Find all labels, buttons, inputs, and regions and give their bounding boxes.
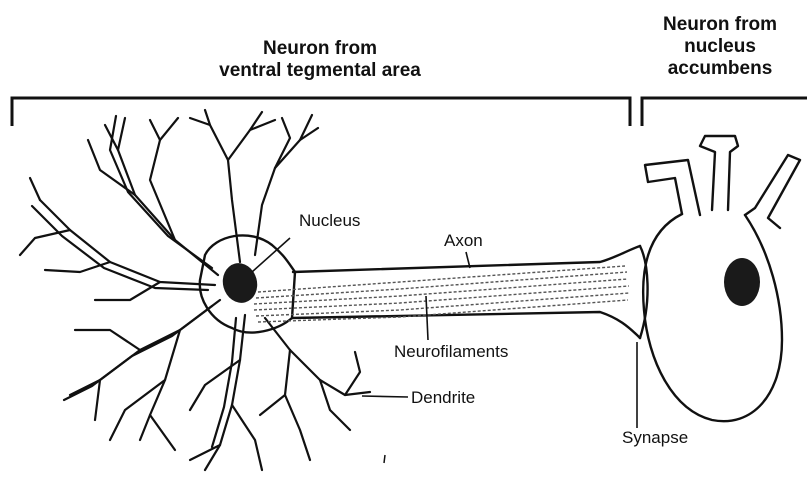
dendrite-pointer xyxy=(362,396,408,397)
nacc-bracket xyxy=(642,98,807,126)
nacc-title-line3: accumbens xyxy=(640,58,800,80)
nacc-neuron xyxy=(643,136,800,421)
nacc-nucleus xyxy=(724,258,760,306)
stray-mark xyxy=(384,455,385,463)
synapse-label: Synapse xyxy=(622,428,688,448)
nacc-title-line2: nucleus xyxy=(640,36,800,58)
vta-nucleus xyxy=(218,259,261,306)
dendrite-tree xyxy=(20,110,370,470)
nucleus-label: Nucleus xyxy=(299,211,360,231)
axon-label: Axon xyxy=(444,231,483,251)
vta-title-line2: ventral tegmental area xyxy=(190,60,450,82)
neurofilaments-pointer xyxy=(426,296,428,340)
vta-title-line1: Neuron from xyxy=(190,38,450,60)
nacc-neuron-title: Neuron from nucleus accumbens xyxy=(640,14,800,80)
nacc-title-line1: Neuron from xyxy=(640,14,800,36)
dendrite-label: Dendrite xyxy=(411,388,475,408)
vta-bracket xyxy=(12,98,630,126)
vta-neuron-title: Neuron from ventral tegmental area xyxy=(190,38,450,82)
axon xyxy=(292,246,648,338)
neurofilaments-label: Neurofilaments xyxy=(394,342,508,362)
